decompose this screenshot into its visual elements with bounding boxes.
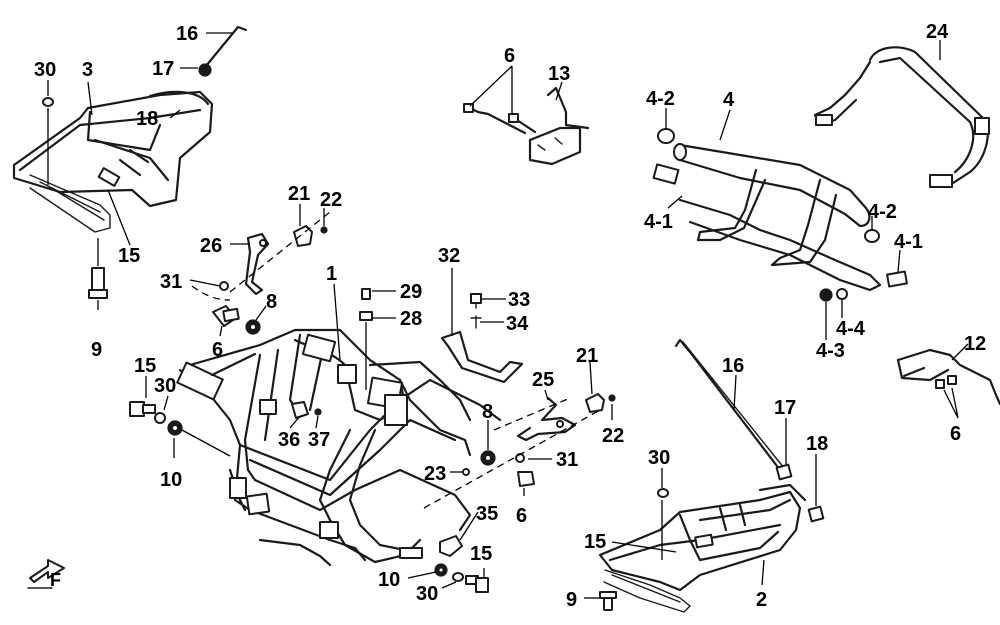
nut-8-left-hole	[249, 323, 257, 331]
callout-35: 35	[476, 503, 498, 525]
callout-labels: 16 17 30 3 18 15 9 6 13 4-2 4 24 4-1 4-2…	[34, 21, 986, 611]
part-16-rod-right	[674, 338, 793, 481]
part-24-grab-bar	[813, 46, 990, 188]
callout-36: 36	[278, 429, 300, 451]
callout-10-left: 10	[160, 469, 182, 491]
callout-30-bottom: 30	[416, 583, 438, 605]
callout-4: 4	[723, 89, 735, 111]
part-13-mount-bracket	[463, 86, 590, 166]
bolt-15-bottom	[465, 575, 489, 593]
part-4-rear-bar	[652, 128, 908, 302]
washer-30-right	[657, 488, 669, 498]
callout-33: 33	[508, 289, 530, 311]
callout-17-top: 17	[152, 58, 174, 80]
callout-6-lower: 6	[516, 505, 527, 527]
callout-6-right: 6	[950, 423, 961, 445]
callout-18-top: 18	[136, 108, 158, 130]
callout-4-1-left: 4-1	[644, 211, 673, 233]
part-25-bracket	[516, 396, 577, 442]
callout-31-upper: 31	[160, 271, 182, 293]
part-35-bracket	[439, 535, 463, 557]
callout-25: 25	[532, 369, 554, 391]
callout-2: 2	[756, 589, 767, 611]
part-33-bolt	[470, 293, 482, 309]
callout-8-lower: 8	[482, 401, 493, 423]
washer-30-left	[154, 412, 166, 424]
bolt-9-left	[88, 267, 108, 299]
callout-4-2-top: 4-2	[646, 88, 675, 110]
callout-30-right: 30	[648, 447, 670, 469]
part-21-clip-upper	[293, 225, 313, 247]
part-16-rod-top	[198, 25, 248, 77]
callout-23: 23	[424, 463, 446, 485]
bolt-15-left	[129, 401, 156, 417]
callout-9-left: 9	[91, 339, 102, 361]
callout-4-4: 4-4	[836, 318, 866, 340]
callout-29: 29	[400, 281, 422, 303]
callout-15-right: 15	[584, 531, 606, 553]
part-22-pin-upper	[320, 226, 328, 234]
callout-30-left: 30	[154, 375, 176, 397]
part-12-right-bracket	[896, 348, 1000, 406]
part-3-footrest-bracket	[12, 90, 214, 233]
callout-1: 1	[326, 263, 337, 285]
part-34-screw	[470, 315, 482, 329]
part-28-pad	[359, 311, 373, 321]
part-29-screw	[361, 288, 371, 300]
part-22-pin-lower	[608, 394, 616, 402]
part-21-clip-lower	[585, 393, 605, 413]
callout-16-top: 16	[176, 23, 198, 45]
front-direction-marker: F	[27, 559, 65, 590]
bolt-9-right	[599, 591, 617, 611]
callout-13: 13	[548, 63, 570, 85]
callout-15-bottom: 15	[470, 543, 492, 565]
callout-10-bottom: 10	[378, 569, 400, 591]
nut-10-bottom-hole	[437, 566, 445, 574]
callout-9-right: 9	[566, 589, 577, 611]
callout-21-lower: 21	[576, 345, 598, 367]
bolt-6-left	[212, 305, 240, 327]
callout-22-lower: 22	[602, 425, 624, 447]
callout-4-1-right: 4-1	[894, 231, 923, 253]
callout-26: 26	[200, 235, 222, 257]
part-18-clip-right	[807, 505, 825, 523]
part-2-footrest-bracket	[598, 483, 807, 613]
part-32-bracket	[440, 330, 524, 384]
callout-8-upper: 8	[266, 291, 277, 313]
callout-22-upper: 22	[320, 189, 342, 211]
callout-28: 28	[400, 308, 422, 330]
callout-37: 37	[308, 429, 330, 451]
callout-6-top: 6	[504, 45, 515, 67]
part-37-screw	[314, 408, 322, 416]
callout-12: 12	[964, 333, 986, 355]
part-23-screw	[462, 468, 470, 476]
callout-4-2-right: 4-2	[868, 201, 897, 223]
washer-31-upper	[219, 281, 229, 291]
callout-24: 24	[926, 21, 949, 43]
front-marker-letter: F	[50, 570, 61, 590]
nut-10-left-hole	[171, 424, 179, 432]
callout-6-left: 6	[212, 339, 223, 361]
callout-32: 32	[438, 245, 460, 267]
callout-30-top-left: 30	[34, 59, 56, 81]
washer-30-top-left	[42, 97, 54, 107]
part-26-bracket	[244, 232, 270, 296]
callout-16-right: 16	[722, 355, 744, 377]
nut-8-right-hole	[484, 454, 492, 462]
callout-4-3: 4-3	[816, 340, 845, 362]
callout-15-top-left: 15	[118, 245, 140, 267]
callout-18-right: 18	[806, 433, 828, 455]
callout-31-lower: 31	[556, 449, 578, 471]
callout-34: 34	[506, 313, 529, 335]
washer-30-bottom	[452, 572, 464, 582]
callout-21-upper: 21	[288, 183, 310, 205]
bolt-6-right	[517, 471, 535, 487]
callout-15-left: 15	[134, 355, 156, 377]
part-1-main-frame	[176, 328, 502, 567]
leader-lines	[47, 32, 969, 599]
part-36-clip	[291, 401, 309, 419]
callout-17-right: 17	[774, 397, 796, 419]
callout-3: 3	[82, 59, 93, 81]
